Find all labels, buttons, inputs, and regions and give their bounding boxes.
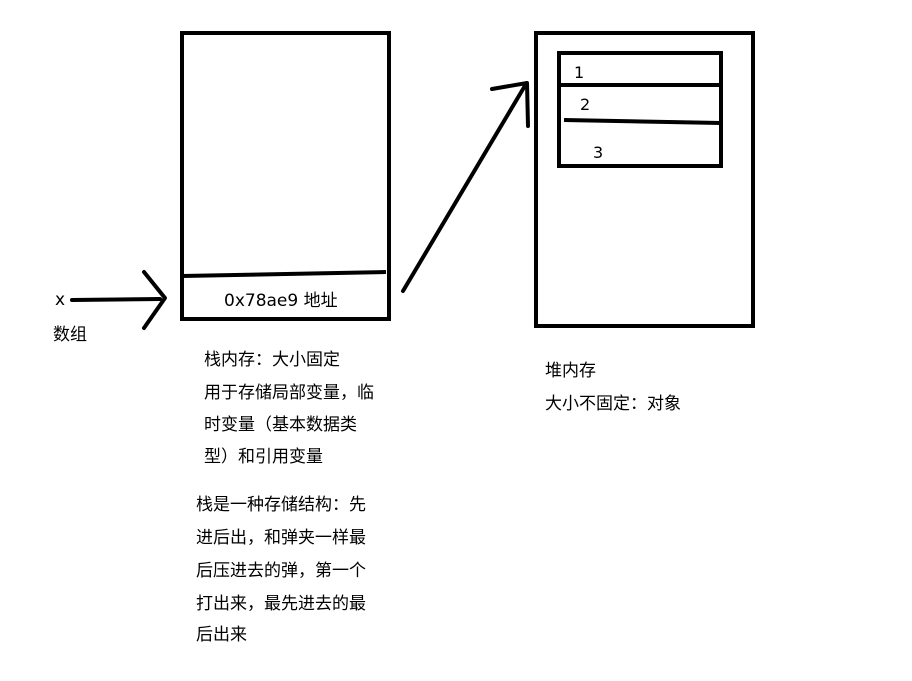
stack-note-line-1: 栈内存：大小固定 — [204, 350, 340, 370]
heap-array-box — [557, 51, 723, 168]
stack-structure-line-5: 后出来 — [196, 625, 247, 645]
heap-array-item-2: 2 — [580, 95, 591, 114]
variable-pointer-arrowhead — [142, 270, 167, 330]
stack-structure-line-4: 打出来，最先进去的最 — [196, 594, 366, 614]
heap-note-line-1: 堆内存 — [545, 361, 596, 381]
stack-memory-box — [180, 31, 391, 321]
variable-type-label: 数组 — [53, 325, 87, 345]
stack-note-line-2: 用于存储局部变量，临 — [204, 383, 374, 403]
stack-address-label: 0x78ae9 地址 — [224, 291, 338, 311]
stack-note-line-4: 型）和引用变量 — [204, 447, 323, 467]
stack-structure-line-1: 栈是一种存储结构：先 — [196, 495, 366, 515]
variable-name-label: x — [55, 290, 66, 310]
stack-address-divider — [181, 270, 387, 278]
stack-structure-line-3: 后压进去的弹，第一个 — [196, 561, 366, 581]
reference-arrow — [401, 82, 528, 293]
heap-note-line-2: 大小不固定：对象 — [545, 394, 681, 414]
heap-memory-box — [534, 31, 755, 328]
heap-array-item-1: 1 — [574, 63, 585, 82]
stack-structure-line-2: 进后出，和弹夹一样最 — [196, 528, 366, 548]
variable-pointer-arrow — [70, 297, 162, 302]
heap-array-divider-2 — [563, 118, 722, 125]
reference-arrowhead — [490, 81, 530, 128]
heap-array-item-3: 3 — [593, 143, 604, 162]
stack-note-line-3: 时变量（基本数据类 — [204, 415, 357, 435]
